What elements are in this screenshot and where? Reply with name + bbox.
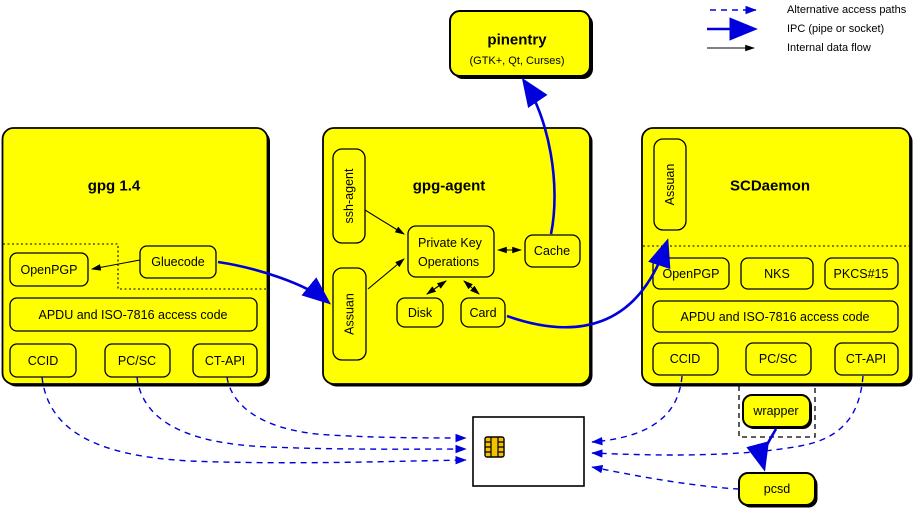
gpgagent-title: gpg-agent	[413, 178, 486, 195]
scdaemon-nks-label: NKS	[764, 267, 790, 281]
gpg14-apdu-label: APDU and ISO-7816 access code	[39, 308, 228, 322]
gpg14-gluecode-rect	[139, 245, 217, 279]
gpg14-box: gpg 1.4 OpenPGP Gluecode APDU and ISO-78…	[1, 127, 270, 387]
pcsd-box: pcsd	[738, 472, 818, 508]
smartcard	[472, 416, 585, 487]
gpgagent-card-label: Card	[469, 306, 496, 320]
scdaemon-assuan-rect	[653, 138, 687, 231]
scdaemon-ccid-rect	[652, 342, 719, 376]
dash-gpg14-ccid-to-card	[41, 376, 467, 465]
arrow-cache-to-pinentry	[521, 77, 556, 235]
arrow-assuan-to-pko	[367, 258, 405, 290]
legend-alt-label: Alternative access paths	[787, 4, 907, 16]
pinentry-subtitle: (GTK+, Qt, Curses)	[469, 55, 564, 67]
legend-internal-label: Internal data flow	[787, 42, 871, 54]
wrapper-label: wrapper	[752, 404, 798, 418]
pinentry-rect	[449, 10, 591, 77]
scdaemon-pcsc-label: PC/SC	[759, 352, 797, 366]
gpgagent-disk-label: Disk	[408, 306, 433, 320]
gpg14-dotted-divider	[3, 243, 266, 290]
ipc-arrows	[217, 77, 778, 472]
arrow-pko-card	[463, 280, 480, 295]
scdaemon-box: SCDaemon Assuan OpenPGP NKS PKCS#15 APDU…	[641, 127, 913, 387]
scdaemon-title: SCDaemon	[730, 178, 810, 195]
arrow-pko-disk	[426, 280, 447, 295]
arrow-gluecode-to-openpgp	[90, 259, 141, 271]
gpg14-ctapi-rect	[192, 343, 258, 378]
wrapper-rect	[742, 394, 811, 428]
gpg14-gluecode-label: Gluecode	[151, 255, 205, 269]
wrapper-box: wrapper	[738, 386, 816, 438]
gpgagent-sshagent-rect	[332, 148, 366, 244]
pinentry-title: pinentry	[487, 32, 547, 49]
scdaemon-assuan-label: Assuan	[663, 164, 677, 206]
gpgagent-card-rect	[460, 297, 506, 328]
gpgagent-cache-rect	[524, 234, 581, 268]
dash-gpg14-pcsc-to-card	[136, 376, 467, 454]
pinentry-box: pinentry (GTK+, Qt, Curses)	[449, 10, 593, 79]
gpg14-apdu-rect	[9, 297, 258, 332]
arrow-wrapper-to-pcsd	[746, 428, 778, 472]
pcsd-label: pcsd	[764, 482, 790, 496]
gpg14-openpgp-rect	[9, 252, 89, 287]
gpg14-openpgp-label: OpenPGP	[21, 263, 78, 277]
scdaemon-pcsc-rect	[745, 342, 812, 376]
gpg14-ccid-rect	[9, 343, 77, 378]
scdaemon-apdu-label: APDU and ISO-7816 access code	[681, 310, 870, 324]
arrow-card-to-scdaemon-assuan	[506, 238, 671, 329]
legend-ipc-label: IPC (pipe or socket)	[787, 23, 884, 35]
gpgagent-pko-line1: Private Key	[418, 236, 483, 250]
scdaemon-pkcs15-label: PKCS#15	[834, 267, 889, 281]
internal-arrows	[90, 209, 523, 295]
gpgagent-pko-line2: Operations	[418, 255, 479, 269]
gpg14-ccid-label: CCID	[28, 354, 59, 368]
gpgagent-cache-label: Cache	[534, 244, 570, 258]
gpgagent-assuan-rect	[332, 267, 367, 361]
scdaemon-pkcs15-rect	[824, 257, 899, 290]
dash-scdaemon-ccid-to-card	[591, 375, 683, 446]
scdaemon-openpgp-label: OpenPGP	[663, 267, 720, 281]
arrow-gluecode-to-agent-assuan	[217, 260, 332, 305]
scdaemon-apdu-rect	[652, 300, 899, 333]
gpgagent-sshagent-label: ssh-agent	[342, 168, 356, 223]
gpgagent-assuan-label: Assuan	[343, 293, 357, 335]
dash-pcsd-to-card	[591, 465, 740, 490]
scdaemon-nks-rect	[740, 257, 814, 290]
scdaemon-ctapi-label: CT-API	[846, 352, 886, 366]
legend: Alternative access paths IPC (pipe or so…	[707, 4, 907, 54]
scdaemon-ccid-label: CCID	[670, 352, 701, 366]
arrow-sshagent-to-pko	[364, 209, 405, 235]
smartcard-chip-contacts	[485, 437, 504, 457]
scdaemon-ctapi-rect	[834, 342, 899, 376]
gpgagent-disk-rect	[396, 297, 444, 328]
gpg14-ctapi-label: CT-API	[205, 354, 245, 368]
gpg14-title: gpg 1.4	[88, 178, 141, 195]
gpg14-pcsc-label: PC/SC	[118, 354, 156, 368]
alternative-access-paths	[41, 375, 864, 490]
gpgagent-pko-rect	[407, 225, 495, 278]
dash-scdaemon-ctapi-to-card	[591, 375, 864, 458]
